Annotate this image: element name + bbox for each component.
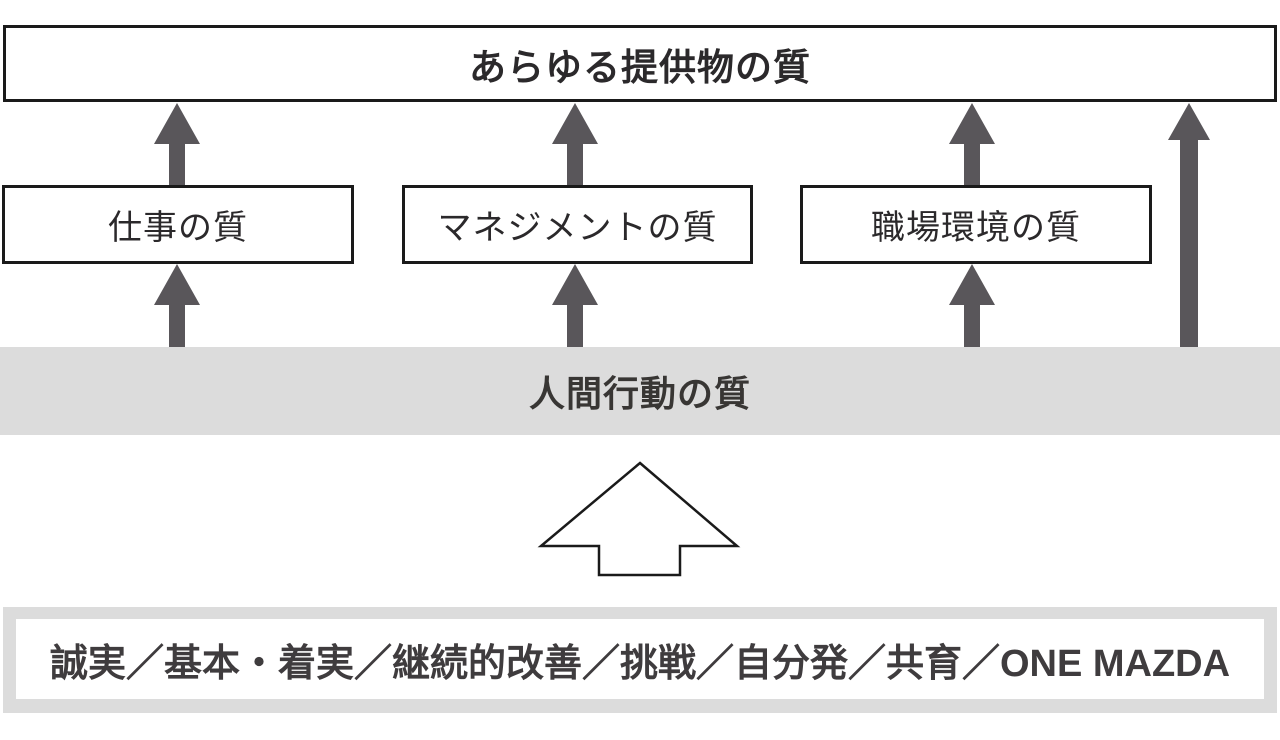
human-behavior-quality-band: 人間行動の質 xyxy=(0,347,1280,435)
quality-of-workplace-label: 職場環境の質 xyxy=(871,209,1081,247)
human-behavior-quality-label: 人間行動の質 xyxy=(528,373,751,414)
quality-of-management-box: マネジメントの質 xyxy=(402,185,753,264)
up-arrow-icon xyxy=(949,103,995,186)
quality-of-workplace-box: 職場環境の質 xyxy=(800,185,1152,264)
long-up-arrow-icon xyxy=(1168,103,1210,347)
all-offerings-quality-box: あらゆる提供物の質 xyxy=(3,25,1277,102)
all-offerings-quality-label: あらゆる提供物の質 xyxy=(469,46,811,88)
quality-of-work-box: 仕事の質 xyxy=(2,185,354,264)
up-arrow-icon xyxy=(154,264,200,347)
corporate-values-box: 誠実／基本・着実／継続的改善／挑戦／自分発／共育／ONE MAZDA xyxy=(3,607,1277,713)
up-arrow-icon xyxy=(552,264,598,347)
up-arrow-icon xyxy=(154,103,200,186)
corporate-values-inner: 誠実／基本・着実／継続的改善／挑戦／自分発／共育／ONE MAZDA xyxy=(16,619,1264,699)
quality-of-work-label: 仕事の質 xyxy=(108,209,248,247)
quality-of-management-label: マネジメントの質 xyxy=(437,209,718,247)
up-arrow-icon xyxy=(552,103,598,186)
corporate-values-label: 誠実／基本・着実／継続的改善／挑戦／自分発／共育／ONE MAZDA xyxy=(49,642,1231,685)
big-outline-up-arrow-icon xyxy=(537,461,741,577)
up-arrow-icon xyxy=(949,264,995,347)
